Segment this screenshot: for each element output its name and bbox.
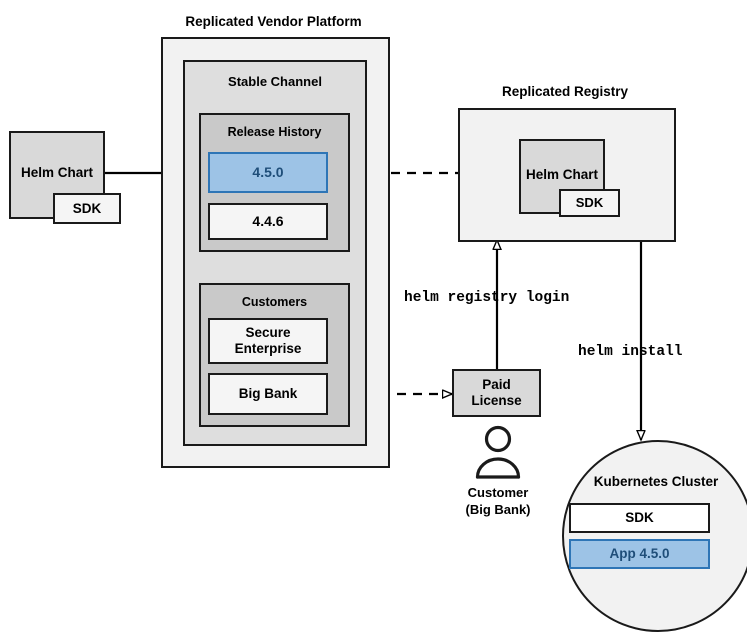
cmd-helm-registry-login-label: helm registry login xyxy=(404,290,570,306)
cluster-sdk-box: SDK xyxy=(569,503,710,533)
release-history-title: Release History xyxy=(227,125,322,139)
person-icon xyxy=(475,425,521,479)
vendor-platform-title: Replicated Vendor Platform xyxy=(185,14,362,29)
release-4-4-6-label: 4.4.6 xyxy=(252,213,284,230)
customers-title: Customers xyxy=(241,295,308,309)
kubernetes-cluster-circle xyxy=(562,440,747,632)
kubernetes-cluster-title: Kubernetes Cluster xyxy=(593,474,719,489)
sdk-registry-box: SDK xyxy=(559,189,620,217)
cluster-app-box: App 4.5.0 xyxy=(569,539,710,569)
paid-license-box: Paid License xyxy=(452,369,541,417)
release-4-5-0-label: 4.5.0 xyxy=(252,164,284,181)
customer-secure-enterprise-line2: Enterprise xyxy=(234,341,302,356)
sdk-source-box: SDK xyxy=(53,193,121,224)
paid-license-line1: Paid xyxy=(482,377,511,393)
stable-channel-title: Stable Channel xyxy=(228,74,322,89)
release-4-4-6-box[interactable]: 4.4.6 xyxy=(208,203,328,240)
helm-chart-source-label: Helm Chart xyxy=(20,165,93,180)
customer-secure-enterprise-box[interactable]: Secure Enterprise xyxy=(208,318,328,364)
customer-big-bank-label: Big Bank xyxy=(238,386,298,402)
customer-big-bank-box[interactable]: Big Bank xyxy=(208,373,328,415)
cmd-helm-install-label: helm install xyxy=(578,344,683,360)
paid-license-line2: License xyxy=(471,393,522,408)
sdk-registry-label: SDK xyxy=(575,194,604,210)
replicated-registry-title: Replicated Registry xyxy=(501,84,629,99)
cluster-app-label: App 4.5.0 xyxy=(609,546,670,562)
release-4-5-0-box[interactable]: 4.5.0 xyxy=(208,152,328,193)
customer-person-line2: (Big Bank) xyxy=(465,502,531,517)
helm-chart-registry-label: Helm Chart xyxy=(525,167,598,182)
customer-person-line1: Customer xyxy=(467,485,529,500)
customer-secure-enterprise-line1: Secure xyxy=(245,325,291,341)
sdk-source-label: SDK xyxy=(72,200,102,216)
cluster-sdk-label: SDK xyxy=(625,510,654,526)
